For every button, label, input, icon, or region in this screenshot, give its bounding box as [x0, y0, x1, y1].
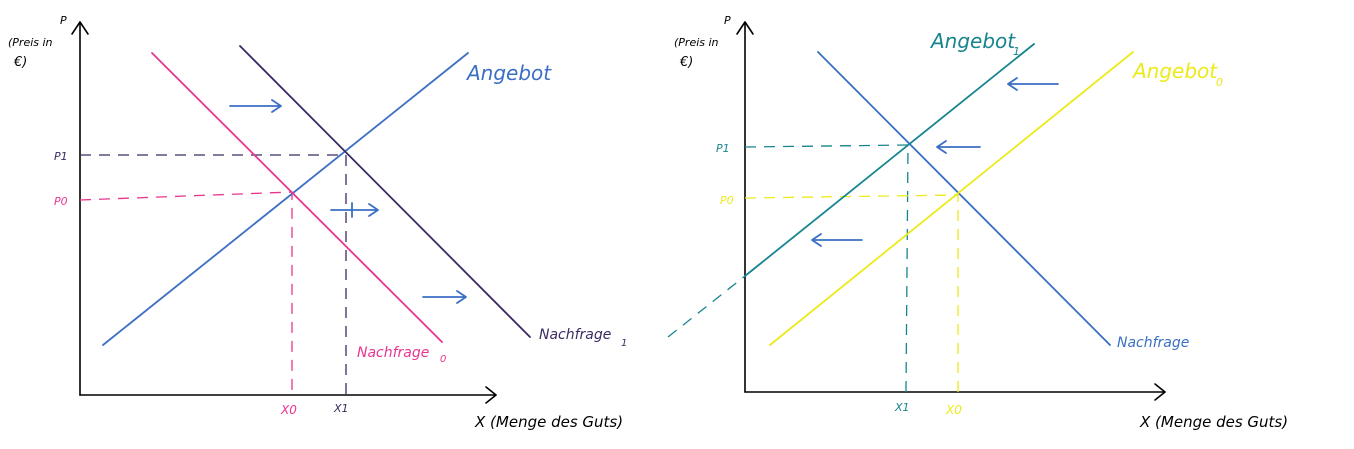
right-x0-label: X0	[945, 403, 962, 417]
right-diagram: P (Preis in €) X (Menge des Guts) Angebo…	[667, 14, 1288, 431]
right-x-axis-label: X (Menge des Guts)	[1139, 413, 1288, 431]
left-demand1-label: Nachfrage	[539, 327, 611, 343]
right-y-axis-label-line2: €)	[679, 55, 693, 70]
left-demand0-label: Nachfrage	[357, 345, 429, 361]
left-p0-label: P0	[54, 195, 68, 208]
right-supply1-label: Angebot	[929, 29, 1016, 53]
left-diagram: P (Preis in €) X (Menge des Guts) Angebo…	[8, 14, 627, 431]
left-demand1-line	[239, 45, 531, 338]
left-y-axis-arrowhead	[71, 21, 89, 35]
left-shift-arrow-2	[330, 202, 379, 218]
right-supply0-line	[769, 51, 1134, 346]
left-demand0-line	[151, 52, 443, 343]
right-supply0-label: Angebot	[1131, 59, 1218, 83]
left-x1-label: X1	[333, 402, 349, 415]
left-p0-x0-guide	[79, 191, 293, 395]
right-p1-x1-guide	[744, 144, 909, 393]
left-x-axis-label: X (Menge des Guts)	[474, 413, 623, 431]
left-y-axis-label-line2: €)	[13, 55, 27, 70]
right-demand-label: Nachfrage	[1117, 335, 1189, 351]
left-y-axis-label-line1: (Preis in	[8, 36, 53, 49]
left-p1-x1-guide	[80, 154, 347, 395]
right-supply1-extension	[667, 275, 746, 338]
left-supply-line	[102, 52, 469, 346]
right-supply0-subscript: 0	[1216, 76, 1223, 89]
right-shift-arrow-3	[811, 233, 863, 247]
left-x0-label: X0	[280, 403, 297, 417]
right-p0-label: P0	[720, 194, 734, 207]
right-demand-line	[817, 51, 1111, 346]
right-y-axis-label-line1: (Preis in	[674, 36, 719, 49]
right-shift-arrow-1	[1007, 77, 1059, 91]
left-demand0-subscript: 0	[440, 354, 446, 365]
left-supply-label: Angebot	[465, 61, 552, 85]
right-p1-label: P1	[716, 142, 730, 155]
left-x-axis-arrowhead	[485, 386, 497, 404]
left-shift-arrow-1	[229, 99, 282, 113]
left-shift-arrow-3	[422, 290, 467, 304]
left-y-axis-symbol: P	[60, 14, 67, 27]
right-x1-label: X1	[894, 401, 910, 414]
left-p1-label: P1	[54, 150, 68, 163]
right-supply1-line	[744, 43, 1035, 277]
right-y-axis-arrowhead	[736, 21, 754, 35]
right-p0-x0-guide	[744, 194, 959, 392]
right-supply1-subscript: 1	[1013, 45, 1020, 58]
right-x-axis-arrowhead	[1154, 383, 1166, 401]
right-y-axis-symbol: P	[724, 14, 731, 27]
right-shift-arrow-2	[936, 140, 981, 154]
left-demand1-subscript: 1	[621, 338, 627, 349]
